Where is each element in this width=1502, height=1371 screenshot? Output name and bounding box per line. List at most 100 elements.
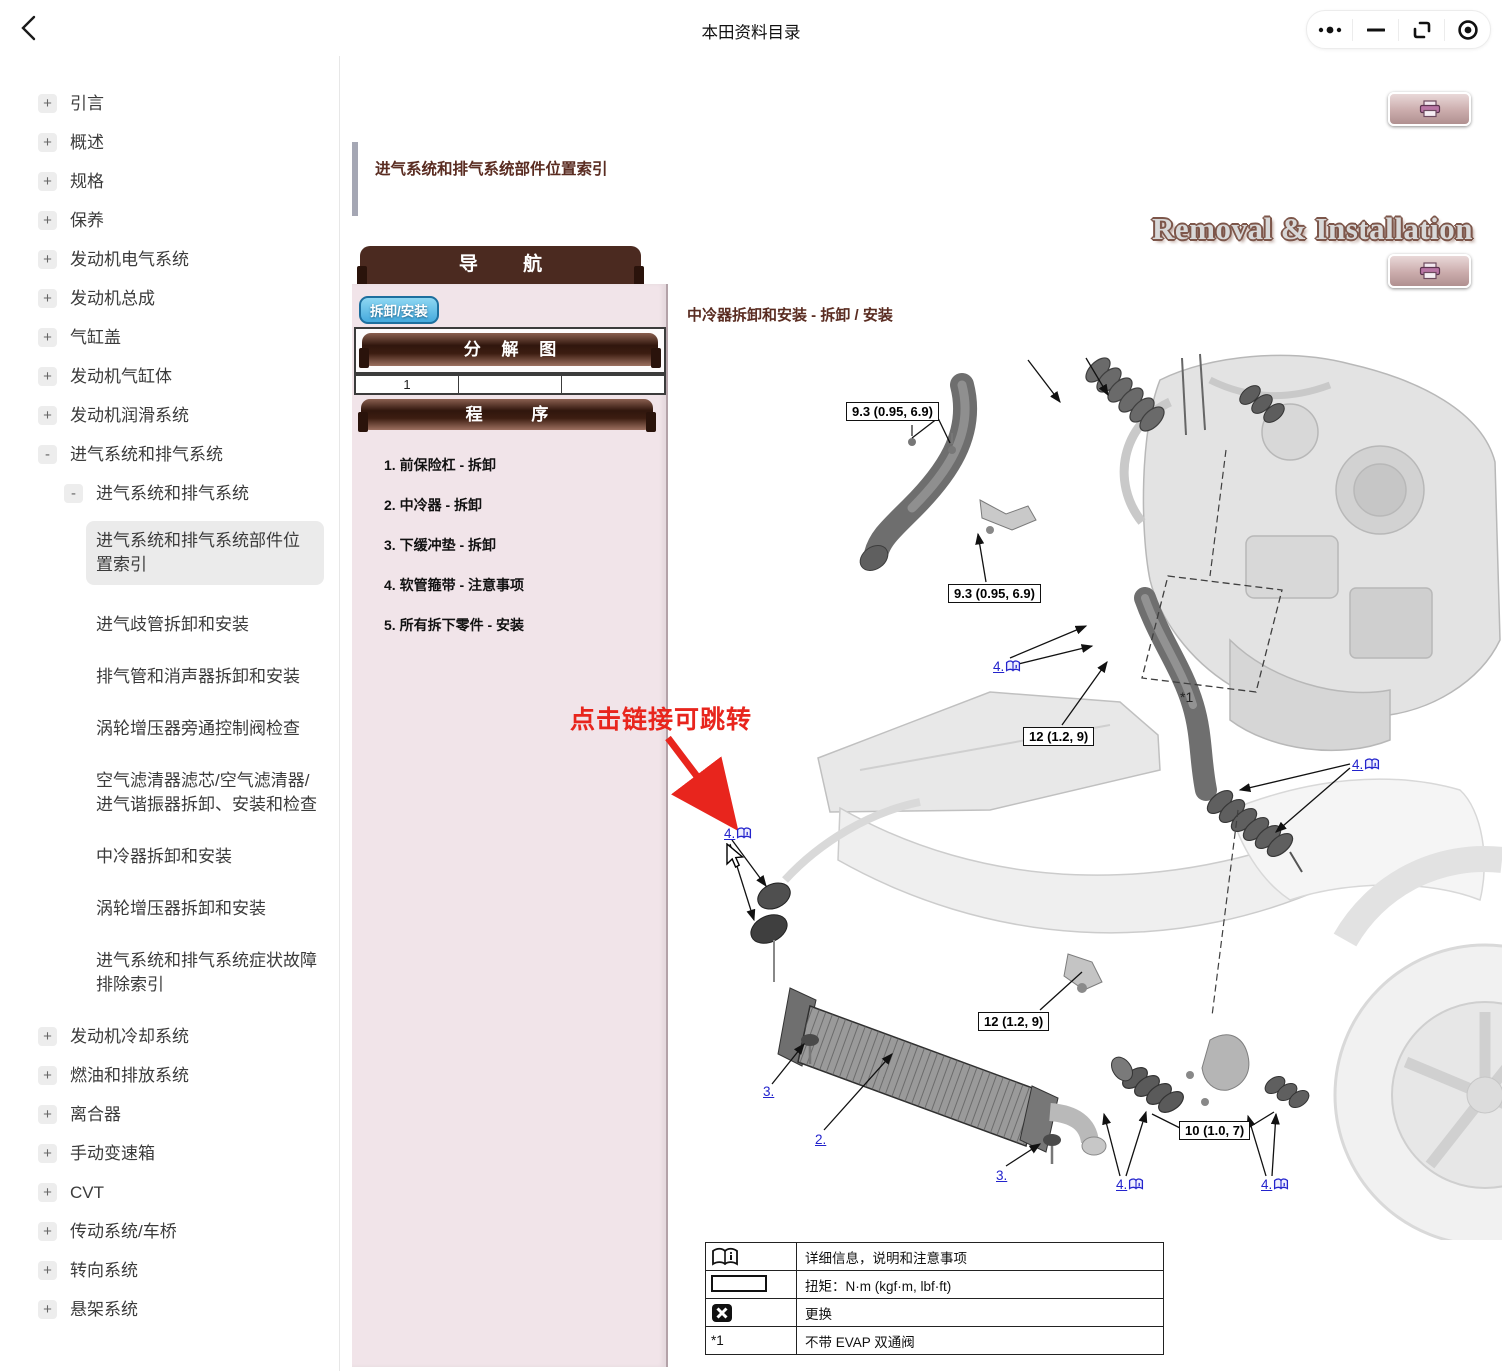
sidebar-item[interactable]: + 传动系统/车桥 [0,1220,339,1244]
legend-icon-cell [705,1270,797,1299]
legend-row: 扭矩：N·m (kgf·m, lbf·ft) [705,1270,1164,1299]
sidebar-item[interactable]: + 手动变速箱 [0,1142,339,1166]
print-button-diagram[interactable] [1388,254,1471,288]
sidebar-item[interactable]: + 发动机总成 [0,287,339,311]
sidebar-item[interactable]: +规格 [0,170,339,194]
sidebar-item[interactable]: + 发动机冷却系统 [0,1025,339,1049]
expand-icon[interactable]: + [38,1144,57,1163]
exploded-page-cell[interactable] [459,376,562,393]
sidebar-item[interactable]: +引言 [0,92,339,116]
sidebar-item[interactable]: +概述 [0,131,339,155]
sidebar-item[interactable]: +发动机电气系统 [0,248,339,272]
legend-icon-cell [705,1242,797,1271]
sidebar-item[interactable]: +悬架系统 [0,1298,339,1322]
diagram-step-link[interactable]: 4. [724,826,752,841]
procedure-item[interactable]: 1. 前保险杠 - 拆卸 [384,457,497,473]
sidebar-item[interactable]: +发动机气缸体 [0,365,339,389]
open-book-icon [1129,1178,1144,1190]
procedure-item[interactable]: 3. 下缓冲垫 - 拆卸 [384,537,497,553]
exploded-page-row[interactable]: 1 [354,374,666,395]
expand-icon[interactable]: + [38,211,57,230]
sidebar-item-label: 排气管和消声器拆卸和安装 [96,667,300,686]
diagram-step-link[interactable]: 3. [996,1168,1007,1183]
expand-icon[interactable]: + [38,1261,57,1280]
expand-icon[interactable]: + [38,1027,57,1046]
procedure-item[interactable]: 2. 中冷器 - 拆卸 [384,497,483,513]
restore-button[interactable] [1399,19,1444,41]
sidebar-item[interactable]: 涡轮增压器拆卸和安装 [0,897,339,921]
torque-callout: 12 (1.2, 9) [978,1012,1050,1031]
diagram-step-link[interactable]: 4. [1116,1177,1144,1192]
exploded-page-cell[interactable] [562,376,664,393]
collapse-icon[interactable]: - [64,484,83,503]
minimize-icon [1366,28,1385,31]
sidebar-item[interactable]: 进气系统和排气系统部件位置索引 [0,521,339,585]
sidebar-item[interactable]: -进气系统和排气系统 [0,482,339,506]
sidebar-item[interactable]: 涡轮增压器旁通控制阀检查 [0,717,339,741]
collapse-icon[interactable]: - [38,445,57,464]
expand-icon[interactable]: + [38,1066,57,1085]
exploded-view-header[interactable]: 分 解 图 [359,333,661,368]
expand-icon[interactable]: + [38,250,57,269]
legend-icon-cell [705,1298,797,1327]
sidebar-item[interactable]: +保养 [0,209,339,233]
diagram-title: 中冷器拆卸和安装 - 拆卸 / 安装 [687,307,893,324]
sidebar-item[interactable]: + 发动机润滑系统 [0,404,339,428]
sidebar-item[interactable]: 进气系统和排气系统症状故障排除索引 [0,949,339,997]
expand-icon[interactable]: + [38,1183,57,1202]
expand-icon[interactable]: + [38,289,57,308]
sidebar-item-label: 发动机总成 [70,289,155,308]
sidebar-item[interactable]: 进气歧管拆卸和安装 [0,613,339,637]
sidebar-item-label: 进气歧管拆卸和安装 [96,615,249,634]
sidebar-item-label: 燃油和排放系统 [70,1066,189,1085]
sidebar-item[interactable]: 空气滤清器滤芯/空气滤清器/进气谐振器拆卸、安装和检查 [0,769,339,817]
sidebar-item[interactable]: 排气管和消声器拆卸和安装 [0,665,339,689]
procedure-list: 1. 前保险杠 - 拆卸 2. 中冷器 - 拆卸 3. 下缓冲垫 - 拆卸 4. 软管… [384,455,654,655]
expand-icon[interactable]: + [38,1300,57,1319]
sidebar-item[interactable]: -进气系统和排气系统 [0,443,339,467]
printer-icon [1419,100,1440,118]
sidebar-item[interactable]: +离合器 [0,1103,339,1127]
sidebar-item-label: 涡轮增压器旁通控制阀检查 [96,719,300,738]
sidebar-item[interactable]: 中冷器拆卸和安装 [0,845,339,869]
diagram-step-link[interactable]: 3. [763,1084,774,1099]
expand-icon[interactable]: + [38,1105,57,1124]
procedure-item[interactable]: 4. 软管箍带 - 注意事项 [384,577,525,593]
back-button[interactable] [16,13,44,43]
open-book-icon [1274,1178,1289,1190]
more-options-button[interactable] [1307,19,1352,41]
expand-icon[interactable]: + [38,406,57,425]
sidebar-item[interactable]: +CVT [0,1181,339,1205]
expand-icon[interactable]: + [38,328,57,347]
minimize-button[interactable] [1353,19,1398,41]
print-button-top[interactable] [1388,92,1471,126]
diagram-step-link[interactable]: 4. [1352,757,1380,772]
divider [1444,18,1445,41]
sidebar-item-label: 手动变速箱 [70,1144,155,1163]
sidebar-item[interactable]: + 燃油和排放系统 [0,1064,339,1088]
more-icon [1318,26,1341,33]
window-controls [1306,10,1491,49]
expand-icon[interactable]: + [38,172,57,191]
diagram-step-link[interactable]: 4. [993,659,1021,674]
diagram-step-link[interactable]: 2. [815,1132,826,1147]
expand-icon[interactable]: + [38,133,57,152]
diagram-step-link[interactable]: 4. [1261,1177,1289,1192]
diagram-step-link-label: 4. [1261,1177,1273,1192]
expand-icon[interactable]: + [38,367,57,386]
sidebar-item-label: 传动系统/车桥 [70,1222,177,1241]
circle-dot-button[interactable] [1445,19,1490,41]
restore-icon [1413,21,1430,38]
tab-removal-installation[interactable]: 拆卸/安装 [359,296,439,324]
procedure-item[interactable]: 5. 所有拆下零件 - 安装 [384,617,525,633]
red-arrow-icon [665,735,739,832]
sidebar-item[interactable]: +转向系统 [0,1259,339,1283]
sidebar-item[interactable]: +气缸盖 [0,326,339,350]
sidebar-item-label: 进气系统和排气系统部件位置索引 [86,521,324,585]
sidebar-item-label: 发动机冷却系统 [70,1027,189,1046]
exploded-page-cell[interactable]: 1 [356,376,459,393]
expand-icon[interactable]: + [38,94,57,113]
sidebar-item-label: 发动机润滑系统 [70,406,189,425]
expand-icon[interactable]: + [38,1222,57,1241]
